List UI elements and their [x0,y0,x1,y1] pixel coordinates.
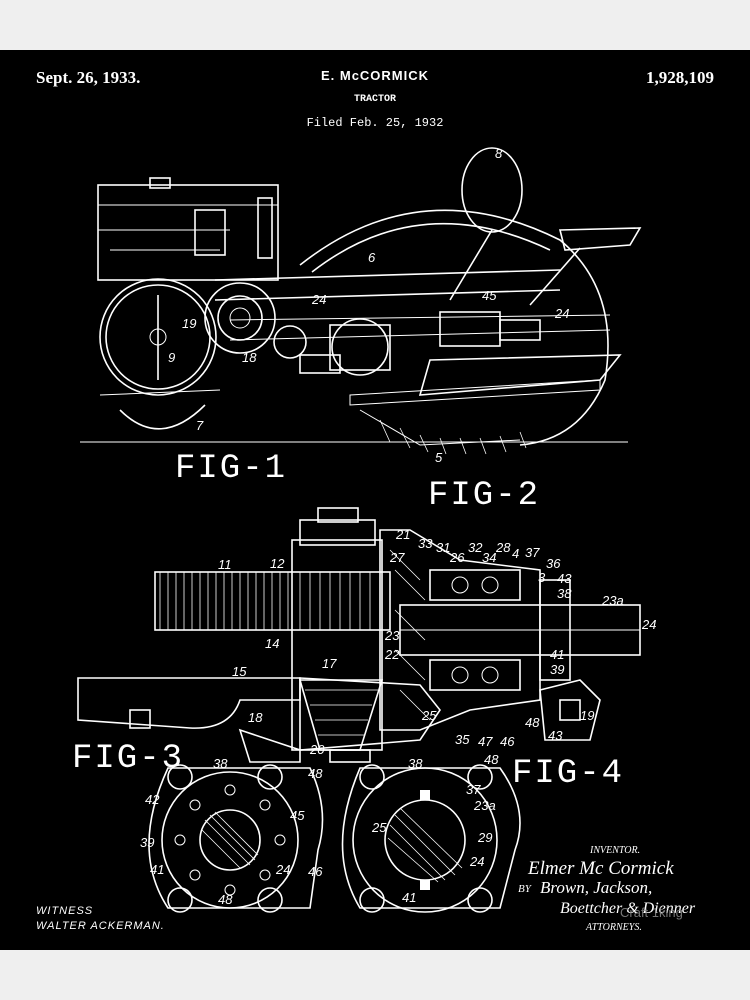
fig1-tractor-drawing [80,147,642,455]
witness-label: WITNESS [36,905,94,917]
ref-number: 24 [312,292,327,307]
attorneys-signature-line2: Boettcher & Dienner [560,900,696,917]
ref-number: 41 [550,647,565,662]
ref-number: 45 [290,808,305,823]
patent-date: Sept. 26, 1933. [36,68,141,87]
ref-number: 46 [308,864,323,879]
ref-number: 20 [310,742,325,757]
ref-number: 22 [385,647,400,662]
ref-number: 41 [402,890,417,905]
attorneys-signature-line1: Brown, Jackson, [540,878,653,897]
ref-number: 46 [500,734,515,749]
ref-number: 39 [140,835,155,850]
fig4-flange-drawing [341,764,521,913]
ref-number: 23a [602,593,624,608]
ref-number: 8 [495,146,503,161]
fig4-label: FIG-4 [512,755,625,793]
ref-number: 19 [580,708,595,723]
patent-number: 1,928,109 [646,68,714,87]
ref-number: 31 [436,540,451,555]
ref-number: 7 [196,418,204,433]
ref-number: 23a [474,798,496,813]
ref-number: 25 [422,708,437,723]
ref-number: 48 [308,766,323,781]
ref-number: 38 [557,586,572,601]
ref-number: 14 [265,636,280,651]
ref-number: 3 [538,570,546,585]
ref-number: 39 [550,662,565,677]
ref-number: 15 [232,664,247,679]
ref-number: 34 [482,550,497,565]
ref-number: 37 [466,782,481,797]
ref-number: 27 [390,550,405,565]
ref-number: 47 [478,734,493,749]
patent-subject: TRACTOR [353,94,396,105]
ref-number: 38 [213,756,228,771]
ref-number: 29 [478,830,493,845]
ref-number: 24 [276,862,291,877]
ref-number: 48 [484,752,499,767]
by-label: BY [518,883,531,895]
ref-number: 28 [496,540,511,555]
ref-number: 41 [150,862,165,877]
patent-poster: Sept. 26, 1933. E. McCORMICK TRACTOR Fil… [0,50,750,950]
ref-number: 35 [455,732,470,747]
ref-number: 43 [557,571,572,586]
ref-number: 17 [322,656,337,671]
ref-number: 12 [270,556,285,571]
ref-number: 48 [525,715,540,730]
watermark: Craft 1king [620,905,683,920]
fig3-flange-drawing [148,764,324,913]
ref-number: 23 [385,628,400,643]
ref-number: 11 [218,557,232,572]
ref-number: 24 [642,617,657,632]
fig1-label: FIG-1 [175,450,288,488]
ref-number: 26 [450,550,465,565]
ref-number: 45 [482,288,497,303]
patent-drawing [77,147,642,913]
ref-number: 19 [182,316,197,331]
fig3-label: FIG-3 [72,740,185,778]
inventor-signature: Elmer Mc Cormick [528,858,674,879]
filed-date: Filed Feb. 25, 1932 [306,116,444,130]
fig2-label: FIG-2 [428,477,541,515]
ref-number: 21 [396,527,411,542]
ref-number: 48 [218,892,233,907]
fig2-section-drawing [77,507,641,763]
ref-number: 33 [418,536,433,551]
ref-number: 5 [435,450,443,465]
ref-number: 4 [512,546,520,561]
ref-number: 38 [408,756,423,771]
ref-number: 32 [468,540,483,555]
ref-number: 25 [372,820,387,835]
ref-number: 6 [368,250,376,265]
inventor-name-header: E. McCORMICK [320,68,430,83]
ref-number: 36 [546,556,561,571]
ref-number: 43 [548,728,563,743]
inventor-label: INVENTOR. [590,845,641,856]
ref-number: 18 [242,350,257,365]
ref-number: 42 [145,792,160,807]
ref-number: 24 [555,306,570,321]
ref-number: 9 [168,350,176,365]
attorneys-label: ATTORNEYS. [586,922,642,933]
ref-number: 18 [248,710,263,725]
ref-number: 24 [470,854,485,869]
ref-number: 37 [525,545,540,560]
witness-name: WALTER ACKERMAN. [36,920,165,932]
